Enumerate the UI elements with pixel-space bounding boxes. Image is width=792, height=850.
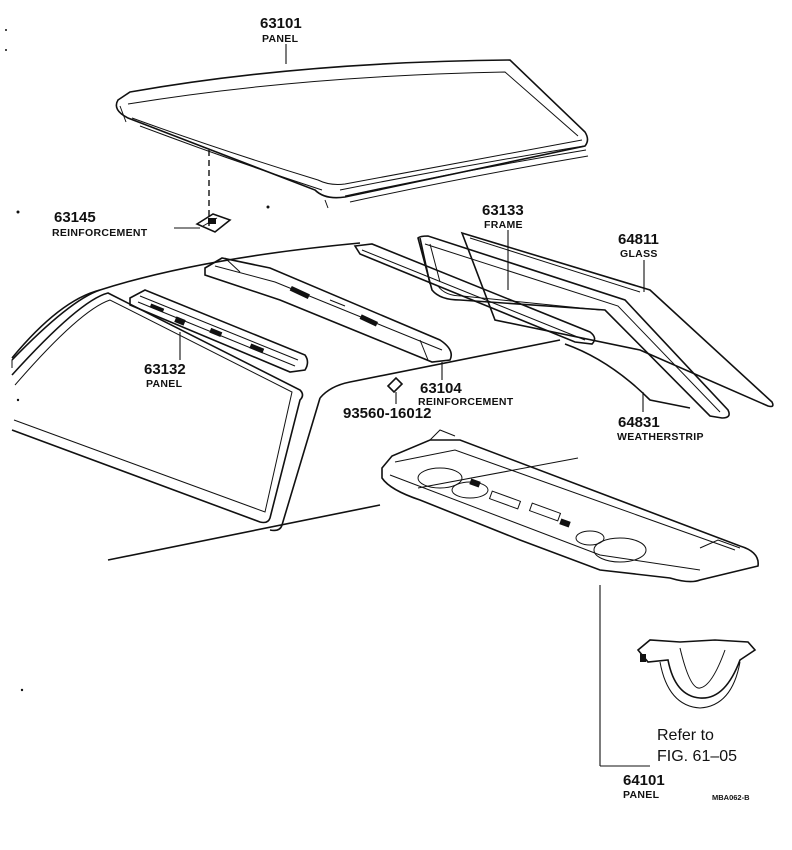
reinforcement-63145-drawing <box>16 150 270 233</box>
part-number-63133: 63133 <box>482 202 524 219</box>
label-63104: 63104 REINFORCEMENT <box>418 380 514 408</box>
part-number-64831: 64831 <box>618 414 660 431</box>
part-number-93560-16012: 93560-16012 <box>343 405 431 422</box>
label-63101: 63101 PANEL <box>260 15 302 45</box>
label-93560-16012: 93560-16012 <box>343 405 431 422</box>
label-63132: 63132 PANEL <box>144 361 186 390</box>
rear-panel-64101-drawing <box>381 429 759 583</box>
part-name-63101: PANEL <box>262 33 299 45</box>
label-64101: 64101 PANEL <box>623 772 665 801</box>
glass-64811-drawing <box>460 231 774 408</box>
roof-panel-63101-drawing <box>115 59 589 209</box>
figure-code: MBA062-B <box>712 793 750 802</box>
part-name-63133: FRAME <box>484 219 523 231</box>
part-name-64101: PANEL <box>623 789 660 801</box>
reference-line-2: FIG. 61–05 <box>657 748 737 765</box>
reference-line-1: Refer to <box>657 727 714 744</box>
label-63145: 63145 REINFORCEMENT <box>52 209 148 239</box>
part-number-63145: 63145 <box>54 209 96 226</box>
part-number-64101: 64101 <box>623 772 665 789</box>
part-number-63101: 63101 <box>260 15 302 32</box>
leader-lines <box>174 44 650 767</box>
clip-93560-drawing <box>386 376 404 394</box>
reference-bracket-drawing <box>636 639 757 709</box>
part-name-64831: WEATHERSTRIP <box>617 431 704 443</box>
part-number-63104: 63104 <box>420 380 462 397</box>
panel-63132-drawing <box>129 289 309 373</box>
part-name-63145: REINFORCEMENT <box>52 227 148 239</box>
car-body-outline <box>5 29 579 692</box>
label-63133: 63133 FRAME <box>482 202 524 231</box>
label-64831: 64831 WEATHERSTRIP <box>617 414 704 443</box>
frame-63133-drawing <box>353 243 691 409</box>
part-name-63132: PANEL <box>146 378 183 390</box>
part-name-63104: REINFORCEMENT <box>418 396 514 408</box>
weatherstrip-64831-drawing <box>417 235 730 419</box>
reference-note: Refer to FIG. 61–05 <box>657 727 737 765</box>
part-number-63132: 63132 <box>144 361 186 378</box>
part-number-64811: 64811 <box>618 231 659 248</box>
label-64811: 64811 GLASS <box>618 231 659 260</box>
part-name-64811: GLASS <box>620 248 658 260</box>
reinforcement-63104-drawing <box>204 257 453 363</box>
